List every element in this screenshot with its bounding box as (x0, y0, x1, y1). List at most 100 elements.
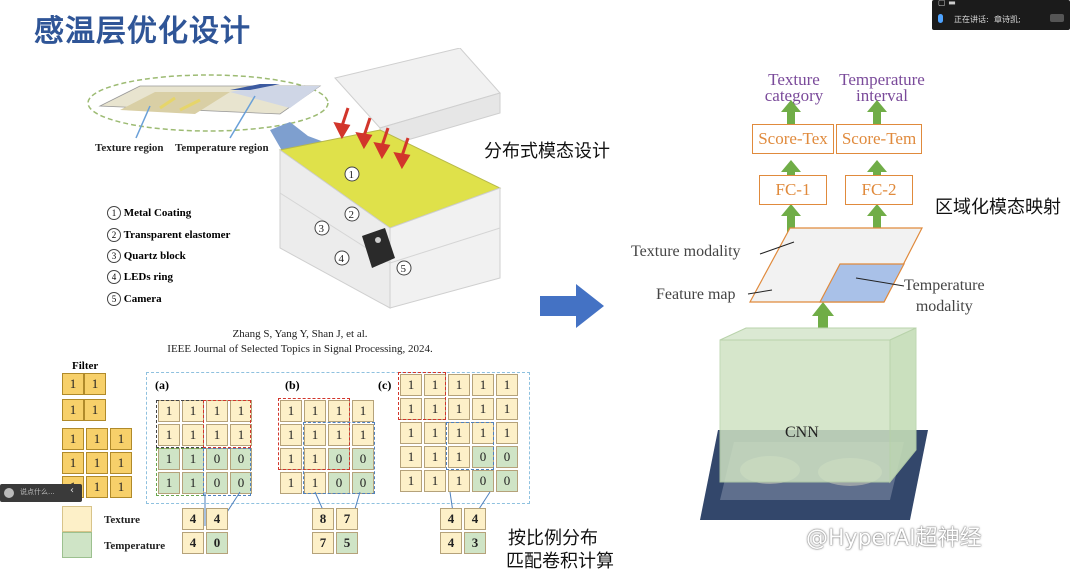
grid-cell: 1 (158, 424, 180, 446)
grid-cell: 1 (352, 400, 374, 422)
legend-temperature-label: Temperature (104, 540, 166, 552)
layer-number: 1 (107, 206, 121, 220)
subfig-label-b: (b) (285, 378, 300, 392)
speaking-status-label: 正在讲话: (954, 15, 989, 24)
sensor-illustration: 1 2 3 4 5 (87, 48, 502, 309)
grid-cell: 1 (496, 398, 518, 420)
fc2-box: FC-2 (845, 175, 913, 205)
layer-label: Camera (123, 293, 162, 305)
chat-input-bar[interactable]: 说点什么... ‹ (0, 484, 82, 502)
grid-cell: 1 (304, 400, 326, 422)
score-tem-box: Score-Tem (836, 124, 922, 154)
grid-cell: 1 (496, 422, 518, 444)
result-cell: 7 (312, 532, 334, 554)
speaker-name: 章诗凯; (994, 15, 1021, 24)
window-icons[interactable]: ▢ ▬ (938, 0, 956, 7)
citation: Zhang S, Yang Y, Shan J, et al. IEEE Jou… (150, 327, 450, 357)
emoji-icon[interactable] (4, 488, 14, 498)
window-a-black (156, 400, 204, 448)
layer-item: 2 Transparent elastomer (107, 228, 230, 242)
fc1-box: FC-1 (759, 175, 827, 205)
subfig-label-c: (c) (378, 378, 392, 392)
window-a-green (156, 448, 204, 496)
grid-cell: 0 (352, 472, 374, 494)
filter-cell: 1 (86, 452, 108, 474)
filter-cell: 1 (110, 476, 132, 498)
page-title: 感温层优化设计 (34, 14, 251, 49)
filter-cell: 1 (62, 428, 84, 450)
temperature-region-label: Temperature region (175, 142, 269, 154)
result-cell: 4 (182, 532, 204, 554)
grid-cell: 1 (280, 424, 302, 446)
grid-cell: 0 (496, 470, 518, 492)
grid-cell: 1 (424, 470, 446, 492)
grid-cell: 1 (158, 472, 180, 494)
layer-item: 4 LEDs ring (107, 270, 173, 284)
microphone-icon (938, 14, 943, 23)
collapse-icon[interactable]: ‹ (70, 485, 74, 496)
result-cell: 4 (182, 508, 204, 530)
grid-cell: 1 (206, 424, 228, 446)
grid-cell: 1 (230, 424, 252, 446)
window-a-red (203, 400, 251, 448)
grid-cell: 0 (496, 446, 518, 468)
texture-region-label: Texture region (95, 142, 164, 154)
texture-modality-label: Texture modality (631, 243, 741, 260)
grid-cell: 1 (400, 470, 422, 492)
filter-cell: 1 (86, 476, 108, 498)
grid-cell: 0 (352, 448, 374, 470)
layer-label: Metal Coating (123, 207, 192, 219)
svg-text:4: 4 (339, 253, 345, 265)
window-c-blue (446, 422, 494, 470)
output-texture-line1: Texture (768, 70, 820, 89)
filter-cell: 1 (86, 428, 108, 450)
legend-temperature-swatch (62, 532, 92, 558)
grid-cell: 1 (400, 422, 422, 444)
grid-cell: 0 (206, 448, 228, 470)
output-texture-line2: category (764, 86, 824, 105)
feature-map-label: Feature map (656, 286, 736, 303)
legend-texture-label: Texture (104, 514, 141, 526)
chat-input-placeholder: 说点什么... (20, 488, 55, 496)
cnn-label: CNN (785, 424, 819, 441)
layer-number: 2 (107, 228, 121, 242)
audio-level-icon (1050, 14, 1064, 22)
filter-cell: 1 (62, 399, 84, 421)
grid-cell: 1 (424, 446, 446, 468)
layer-item: 1 Metal Coating (107, 206, 191, 220)
temperature-modality-line2: modality (915, 298, 973, 315)
layer-number: 3 (107, 249, 121, 263)
result-cell: 8 (312, 508, 334, 530)
filter-cell: 1 (62, 373, 84, 395)
result-cell: 4 (440, 508, 462, 530)
grid-cell: 1 (304, 472, 326, 494)
svg-text:2: 2 (349, 209, 355, 221)
grid-cell: 1 (328, 424, 350, 446)
grid-cell: 1 (304, 424, 326, 446)
grid-cell: 1 (400, 374, 422, 396)
citation-authors: Zhang S, Yang Y, Shan J, et al. (232, 328, 368, 340)
subfig-label-a: (a) (155, 378, 169, 392)
grid-cell: 1 (472, 398, 494, 420)
grid-cell: 0 (206, 472, 228, 494)
layer-item: 5 Camera (107, 292, 162, 306)
window-b-red (278, 398, 350, 470)
layer-number: 5 (107, 292, 121, 306)
layer-label: Transparent elastomer (123, 229, 231, 241)
temperature-modality-label: Temperature modality (904, 275, 985, 317)
output-texture-category: Texture category (752, 70, 836, 105)
result-cell: 4 (464, 508, 486, 530)
result-cell: 0 (206, 532, 228, 554)
grid-cell: 1 (352, 424, 374, 446)
proportional-label-line1: 按比例分布 (508, 528, 598, 549)
result-cell: 4 (440, 532, 462, 554)
grid-cell: 1 (448, 398, 470, 420)
output-temperature-interval: Temperature interval (828, 70, 936, 104)
grid-cell: 1 (280, 400, 302, 422)
filter-cell: 1 (110, 452, 132, 474)
window-a-blue (203, 448, 251, 496)
proportional-label-line2: 匹配卷积计算 (506, 551, 614, 572)
output-temperature-line1: Temperature (839, 70, 925, 89)
citation-journal: IEEE Journal of Selected Topics in Signa… (167, 343, 433, 355)
grid-cell: 1 (424, 422, 446, 444)
